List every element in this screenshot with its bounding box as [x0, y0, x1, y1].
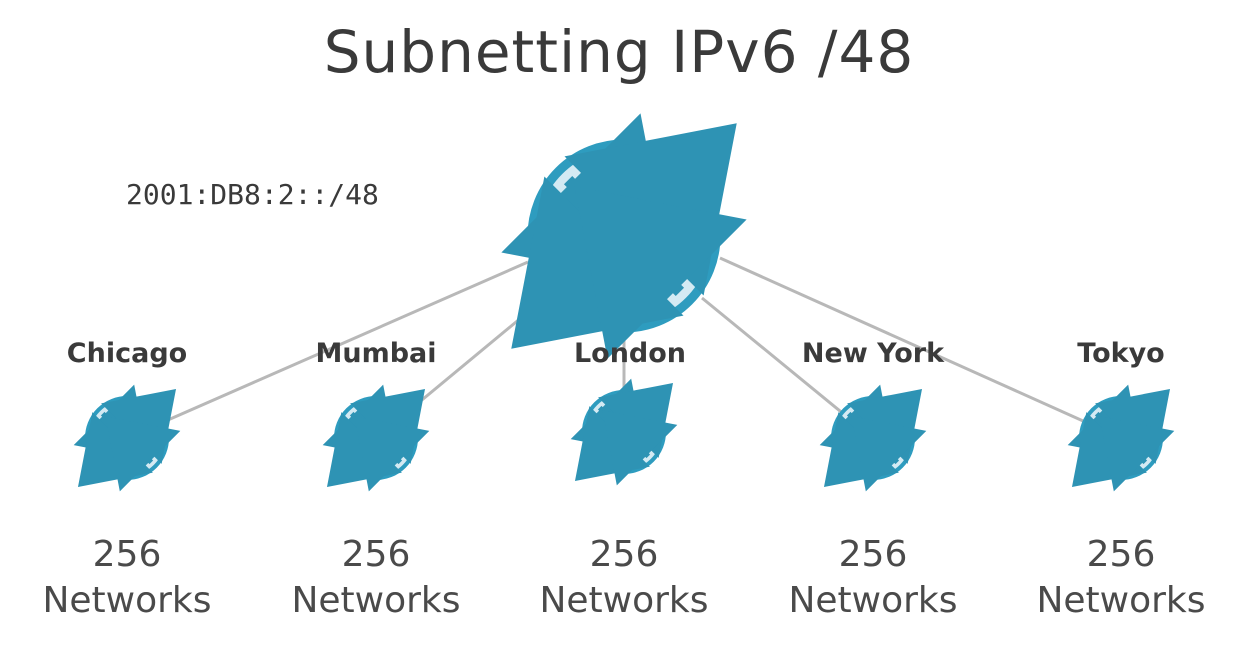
- link-line-mumbai: [405, 296, 546, 414]
- router-arrows-icon: [103, 414, 152, 463]
- links-layer: [163, 256, 1086, 424]
- network-unit: Networks: [788, 580, 958, 621]
- site-count-tokyo: 256 Networks: [1001, 532, 1238, 624]
- link-line-tokyo: [719, 256, 1086, 423]
- router-arrows-icon: [352, 414, 401, 463]
- network-unit: Networks: [539, 580, 709, 621]
- site-label-mumbai: Mumbai: [315, 338, 437, 369]
- router-icon[interactable]: [532, 144, 716, 328]
- router-arrows-icon: [600, 408, 649, 457]
- site-count-new-york: 256 Networks: [753, 532, 993, 624]
- network-count: 256: [589, 534, 659, 575]
- network-count: 256: [838, 534, 908, 575]
- site-label-new-york: New York: [801, 338, 945, 369]
- router-icon[interactable]: [833, 398, 913, 478]
- site-label-tokyo: Tokyo: [1077, 338, 1165, 369]
- router-arrows-icon: [568, 180, 680, 292]
- site-count-chicago: 256 Networks: [7, 532, 247, 624]
- network-count: 256: [92, 534, 162, 575]
- network-count: 256: [341, 534, 411, 575]
- network-unit: Networks: [1036, 580, 1206, 621]
- page-title: Subnetting IPv6 /48: [323, 18, 915, 86]
- network-unit: Networks: [42, 580, 212, 621]
- link-line-new-york: [701, 296, 843, 414]
- network-unit: Networks: [291, 580, 461, 621]
- router-icon[interactable]: [336, 398, 416, 478]
- router-arrows-icon: [849, 414, 898, 463]
- site-count-london: 256 Networks: [504, 532, 744, 624]
- network-count: 256: [1086, 534, 1156, 575]
- ipv6-prefix-label: 2001:DB8:2::/48: [126, 178, 379, 211]
- site-label-chicago: Chicago: [66, 338, 188, 369]
- site-label-london: London: [573, 338, 687, 369]
- site-count-mumbai: 256 Networks: [256, 532, 496, 624]
- core-router[interactable]: [532, 144, 716, 328]
- router-icon[interactable]: [1081, 398, 1161, 478]
- router-icon[interactable]: [87, 398, 167, 478]
- link-line-chicago: [163, 260, 529, 424]
- site-routers-layer: [87, 392, 1161, 478]
- router-icon[interactable]: [584, 392, 664, 472]
- router-arrows-icon: [1097, 414, 1146, 463]
